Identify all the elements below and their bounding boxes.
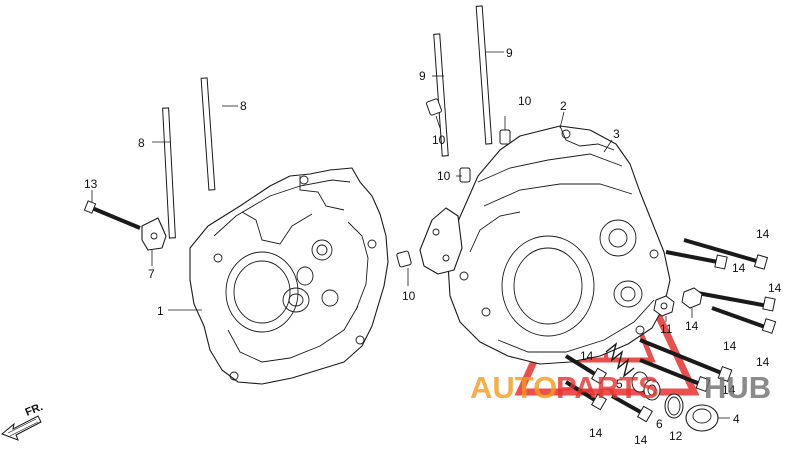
bolt-14-b1 [564,354,608,385]
bolt-14-r4 [711,306,777,334]
callout-10c: 10 [437,169,451,183]
bolt-13 [83,190,141,230]
callout-14c: 14 [768,281,782,295]
leader-3 [603,139,613,153]
callout-14j: 14 [634,433,648,447]
front-direction-label: FR. [24,401,45,419]
callout-10b: 10 [432,133,446,147]
callout-10a: 10 [518,94,532,108]
left-crankcase [189,167,389,385]
callout-11: 11 [660,322,673,336]
clamp-7 [141,217,167,266]
dowel-pin-10b [426,98,442,129]
o-ring-12 [664,393,684,419]
dowel-pin-10d [396,250,412,286]
bolt-14-r5 [639,338,733,382]
nut-11 [653,295,675,322]
right-crankcase [447,125,671,365]
callout-14d: 14 [685,319,699,333]
callout-labels: 1 2 3 4 5 6 7 8 8 9 9 10 10 10 10 11 12 … [84,46,782,447]
callout-2: 2 [560,99,567,113]
spring-5 [605,342,635,378]
watermark-text-hub: HUB [704,370,771,405]
stud-bolt-right-mid [432,33,449,157]
callout-14h: 14 [722,383,736,397]
callout-1: 1 [157,304,164,318]
gasket [419,207,463,275]
callout-12: 12 [669,429,683,443]
cap-4 [685,404,730,432]
callout-9b: 9 [419,69,426,83]
callout-13: 13 [84,177,98,191]
bolt-14-b3 [611,394,654,423]
bolt-14-r3 [691,290,776,312]
stud-bolt-right-tall [475,5,504,145]
callout-14a: 14 [756,227,770,241]
callout-9a: 9 [506,46,513,60]
front-direction-arrow: FR. [1,401,45,441]
callout-7: 7 [148,267,155,281]
bolt-14-r2 [665,250,728,270]
callout-4: 4 [733,412,740,426]
bolt-14-b2 [564,380,608,411]
watermark-text: AUTO PARTS HUB [470,370,771,405]
callout-14i: 14 [589,426,603,440]
callout-10d: 10 [402,289,416,303]
callout-14f: 14 [723,339,737,353]
callout-6: 6 [656,417,663,431]
callout-8a: 8 [240,99,247,113]
callout-14b: 14 [732,261,746,275]
stud-bolt-left-long [200,77,238,191]
callout-14g: 14 [580,349,594,363]
callout-14e: 14 [756,355,770,369]
stud-bolt-left-short [152,107,176,239]
callout-3: 3 [613,127,620,141]
callout-8b: 8 [138,136,145,150]
watermark-text-auto: AUTO [470,370,557,405]
nut-14-mid [681,287,703,318]
dowel-pin-10a [499,116,511,145]
bolt-14-r6 [639,358,711,392]
bolt-14-r1 [683,238,769,270]
watermark-text-parts: PARTS [556,370,659,405]
dowel-pin-10c [456,167,471,183]
callout-5: 5 [616,377,623,391]
leader-2 [559,111,565,129]
oil-seal-6 [631,371,661,401]
